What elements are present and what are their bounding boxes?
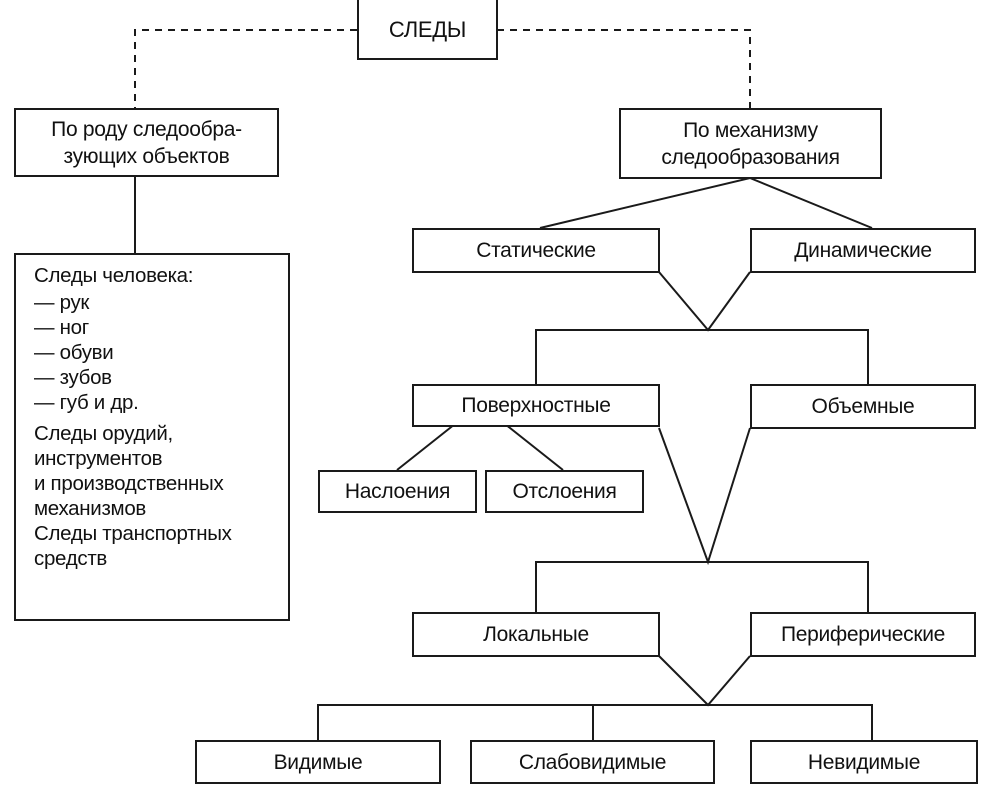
by-object-box: По роду следообра- зующих объектов	[14, 108, 279, 177]
list-item: — рук	[34, 291, 90, 314]
label: Невидимые	[807, 750, 921, 774]
label: Видимые	[273, 750, 363, 774]
invisible-box: Невидимые	[750, 740, 978, 784]
root-label: СЛЕДЫ	[388, 16, 467, 42]
faint-box: Слабовидимые	[470, 740, 715, 784]
surface-box: Поверхностные	[412, 384, 660, 427]
label: По роду следообра-	[51, 117, 242, 141]
object-types-list: Следы человека: — рук — ног — обуви — зу…	[14, 253, 290, 621]
list-item: — ног	[34, 316, 89, 339]
list-item: инструментов	[34, 447, 163, 470]
list-item: — обуви	[34, 341, 114, 364]
static-box: Статические	[412, 228, 660, 273]
peeling-box: Отслоения	[485, 470, 644, 513]
list-item: механизмов	[34, 497, 147, 520]
root-box: СЛЕДЫ	[357, 0, 498, 60]
list-item: Следы орудий,	[34, 422, 173, 445]
by-mechanism-box: По механизму следообразования	[619, 108, 882, 179]
label: Объемные	[811, 395, 915, 418]
connector	[396, 423, 564, 471]
layering-box: Наслоения	[318, 470, 477, 513]
list-item: — зубов	[34, 366, 112, 389]
label: следообразования	[661, 145, 840, 169]
connector	[317, 655, 873, 740]
list-item: Следы транспортных	[34, 522, 232, 545]
dashed-connector	[134, 29, 751, 108]
connector	[535, 271, 869, 384]
label: Наслоения	[344, 480, 451, 503]
label: Статические	[476, 239, 596, 262]
label: Локальные	[483, 623, 589, 646]
visible-box: Видимые	[195, 740, 441, 784]
local-box: Локальные	[412, 612, 660, 657]
connector	[535, 427, 869, 612]
list-item: — губ и др.	[34, 391, 139, 414]
label: Периферические	[780, 623, 946, 646]
peripheral-box: Периферические	[750, 612, 976, 657]
label: Отслоения	[512, 480, 617, 503]
label: Динамические	[794, 239, 932, 262]
volume-box: Объемные	[750, 384, 976, 429]
list-item: средств	[34, 547, 107, 570]
label: По механизму	[683, 118, 818, 142]
list-item: и производственных	[34, 472, 224, 495]
list-header: Следы человека:	[34, 264, 194, 287]
label: Слабовидимые	[518, 750, 667, 774]
label: Поверхностные	[461, 394, 611, 417]
connector	[539, 176, 873, 229]
label: зующих объектов	[63, 144, 230, 168]
dynamic-box: Динамические	[750, 228, 976, 273]
